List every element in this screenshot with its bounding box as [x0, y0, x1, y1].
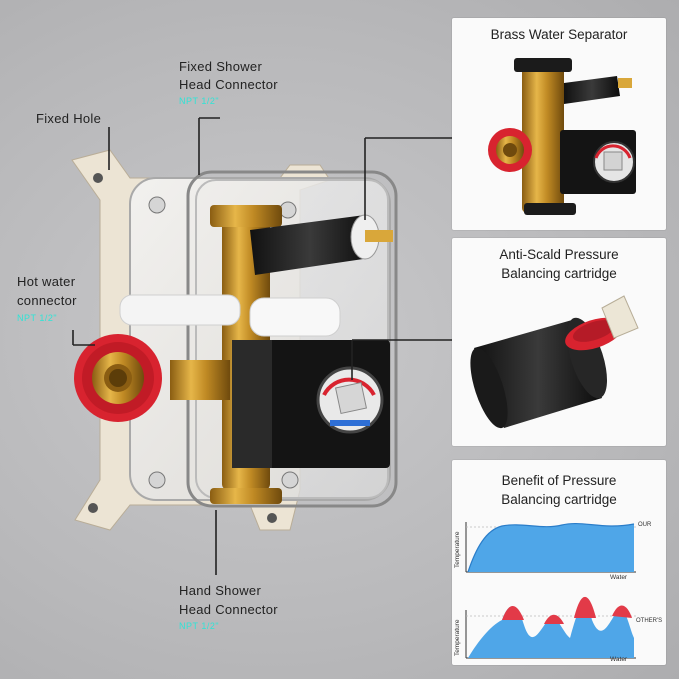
- top-graph-x-label: Water: [610, 574, 628, 581]
- hand-shower-thread-spec: NPT 1/2": [179, 621, 220, 631]
- fixed-hole-label: Fixed Hole: [36, 111, 102, 126]
- hot-water-thread-spec: NPT 1/2": [17, 313, 58, 323]
- benefit-title-line1: Benefit of Pressure: [501, 473, 617, 488]
- fixed-shower-label-line1: Fixed Shower: [179, 59, 263, 74]
- cartridge-box: [232, 340, 390, 468]
- others-temperature-graph: [465, 596, 636, 659]
- others-series-label: OTHER'S: [636, 618, 663, 624]
- shower-stem: [250, 214, 393, 275]
- benefit-graphs: [465, 522, 636, 659]
- our-series-label: OUR: [638, 522, 652, 528]
- benefit-panel: Benefit of Pressure Balancing cartridge …: [452, 460, 666, 665]
- fixed-shower-label-line2: Head Connector: [179, 77, 278, 92]
- hot-water-label-line1: Hot water: [17, 274, 76, 289]
- hot-water-connector: [74, 334, 162, 422]
- bottom-graph-y-label: Temperature: [454, 619, 461, 657]
- fixed-shower-thread-spec: NPT 1/2": [179, 96, 220, 106]
- benefit-title-line2: Balancing cartridge: [501, 492, 617, 507]
- separator-panel: Brass Water Separator: [452, 18, 666, 230]
- our-temperature-graph: [465, 522, 636, 573]
- cartridge-title-line1: Anti-Scald Pressure: [499, 247, 619, 262]
- cartridge-panel: Anti-Scald Pressure Balancing cartridge: [452, 238, 666, 446]
- hot-water-label-line2: connector: [17, 293, 77, 308]
- cartridge-image: [470, 295, 639, 429]
- top-graph-y-label: Temperature: [454, 531, 461, 569]
- separator-title: Brass Water Separator: [490, 27, 628, 42]
- hand-shower-label-line1: Hand Shower: [179, 583, 262, 598]
- fixed-hole-icon: [93, 173, 103, 183]
- cartridge-title-line2: Balancing cartridge: [501, 266, 617, 281]
- hand-shower-label-line2: Head Connector: [179, 602, 278, 617]
- bottom-graph-x-label: Water: [610, 656, 628, 663]
- water-separator-image: [488, 58, 636, 215]
